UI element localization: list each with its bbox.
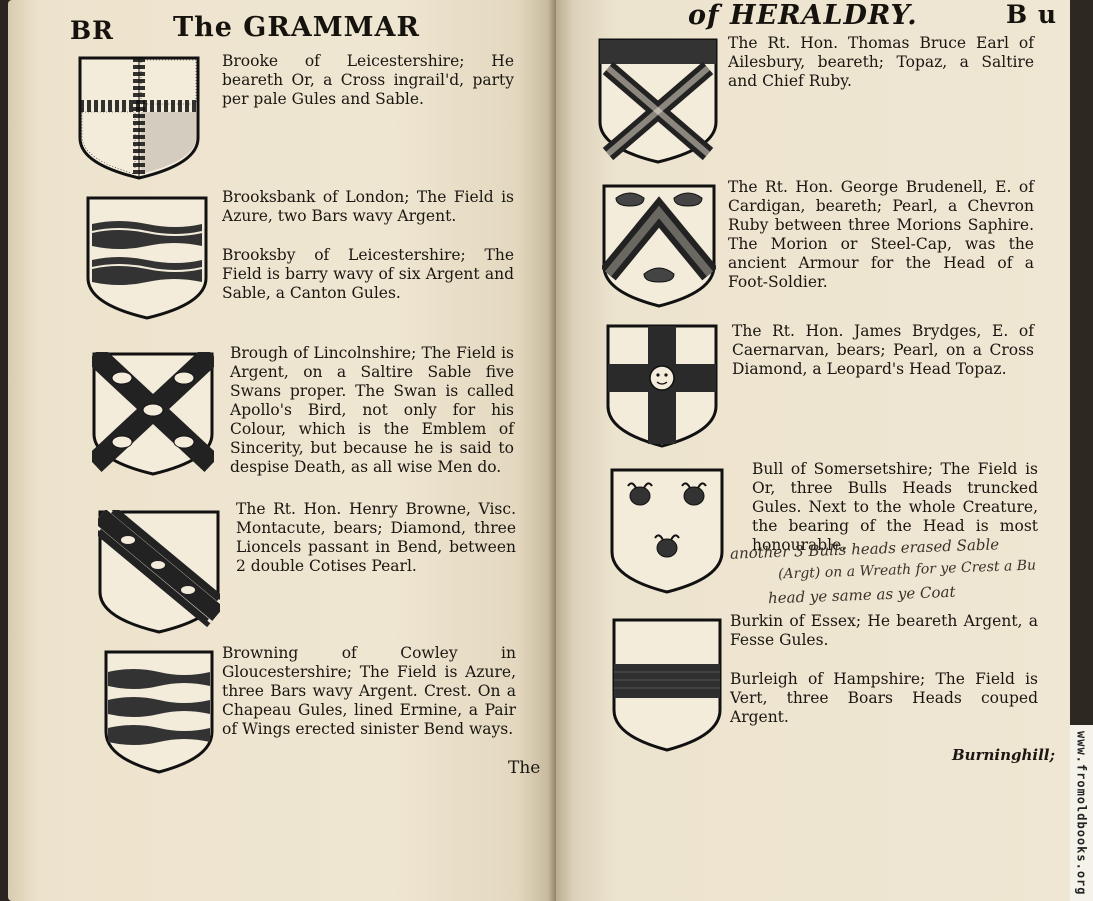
entry-burleigh: Burleigh of Hampshire; The Field is Vert… [730, 670, 1038, 726]
brydges-shield-icon [606, 324, 718, 448]
left-running-head-title: The GRAMMAR [173, 12, 420, 43]
bull-shield-icon [610, 468, 724, 594]
right-catchword: Burninghill; [952, 746, 1056, 764]
entry-brooksby: Brooksby of Leicestershire; The Field is… [222, 246, 514, 302]
right-running-head-letters: B u [1006, 0, 1058, 29]
brough-shield-icon [92, 352, 214, 476]
handwritten-note-line-3: head ye same as ye Coat [767, 582, 956, 608]
brudenell-shield-icon [602, 184, 716, 308]
entry-bruce: The Rt. Hon. Thomas Bruce Earl of Ailesb… [728, 34, 1034, 90]
right-running-head-title: of HERALDRY. [688, 0, 918, 31]
watermark: www.fromoldbooks.org [1070, 725, 1093, 901]
entry-bull: Bull of Somersetshire; The Field is Or, … [752, 460, 1038, 554]
browne-shield-icon [98, 510, 220, 634]
entry-brough: Brough of Lincolnshire; The Field is Arg… [230, 344, 514, 476]
page-edge [1070, 0, 1093, 725]
brooksbank-shield-icon [86, 196, 208, 320]
left-catchword: The [508, 758, 541, 778]
burkin-shield-icon [612, 618, 722, 752]
entry-burkin: Burkin of Essex; He beareth Argent, a Fe… [730, 612, 1038, 649]
handwritten-note-line-2: (Argt) on a Wreath for ye Crest a Bu [777, 557, 1037, 583]
entry-browne: The Rt. Hon. Henry Browne, Visc. Montacu… [236, 500, 516, 575]
entry-brudenell: The Rt. Hon. George Brudenell, E. of Car… [728, 178, 1034, 291]
brooke-shield-icon [78, 56, 200, 180]
left-page: BR The GRAMMAR Brooke of Leicestershire;… [8, 0, 556, 901]
right-page: of HERALDRY. B u The Rt. Hon. Thomas Bru… [556, 0, 1070, 901]
entry-brooke: Brooke of Leicestershire; He beareth Or,… [222, 52, 514, 108]
entry-browning: Browning of Cowley in Gloucestershire; T… [222, 644, 516, 738]
entry-brooksbank: Brooksbank of London; The Field is Azure… [222, 188, 514, 225]
watermark-text: www.fromoldbooks.org [1074, 730, 1089, 896]
entry-brydges: The Rt. Hon. James Brydges, E. of Caerna… [732, 322, 1034, 378]
left-running-head-letters: BR [70, 16, 114, 45]
browning-shield-icon [104, 650, 214, 774]
bruce-shield-icon [598, 38, 718, 164]
